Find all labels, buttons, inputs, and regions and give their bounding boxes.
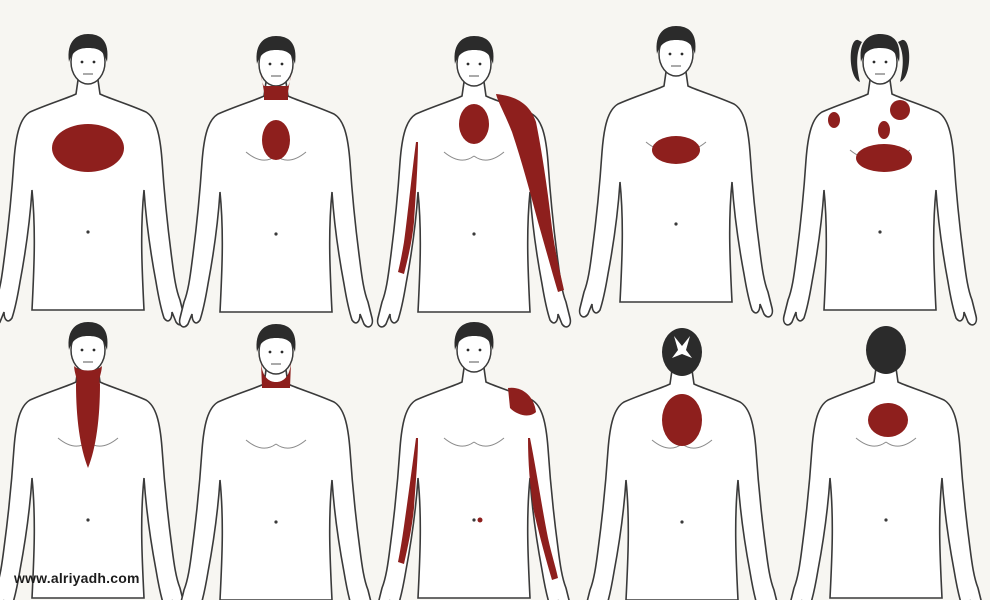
- figure-5-female: [784, 34, 977, 325]
- pain-area-right-shoulder: [828, 112, 840, 128]
- pain-area-chest: [459, 104, 489, 144]
- source-watermark: www.alriyadh.com: [14, 570, 140, 586]
- figure-10-back-upper: [790, 326, 983, 600]
- figure-9-back-upper: [586, 328, 779, 600]
- pain-area-abdomen: [856, 144, 912, 172]
- figure-7-jaw-neck: [180, 324, 373, 600]
- pain-area-sternum: [878, 121, 890, 139]
- figure-4-upper-abdomen: [580, 26, 773, 317]
- figure-6-jaw-neck-sternum: [0, 322, 184, 600]
- figure-8-shoulder-arms: [378, 322, 571, 600]
- pain-area-upper-back: [662, 394, 702, 446]
- pain-area-abdomen: [652, 136, 700, 164]
- figure-1-upper-chest: [0, 34, 184, 325]
- pain-area-breast: [890, 100, 910, 120]
- figure-2-jaw-chest: [180, 36, 373, 327]
- figure-3-chest-left-arm: [378, 36, 571, 327]
- pain-area-chest: [52, 124, 124, 172]
- pain-area-upper-back: [868, 403, 908, 437]
- pain-area-chest: [262, 120, 290, 160]
